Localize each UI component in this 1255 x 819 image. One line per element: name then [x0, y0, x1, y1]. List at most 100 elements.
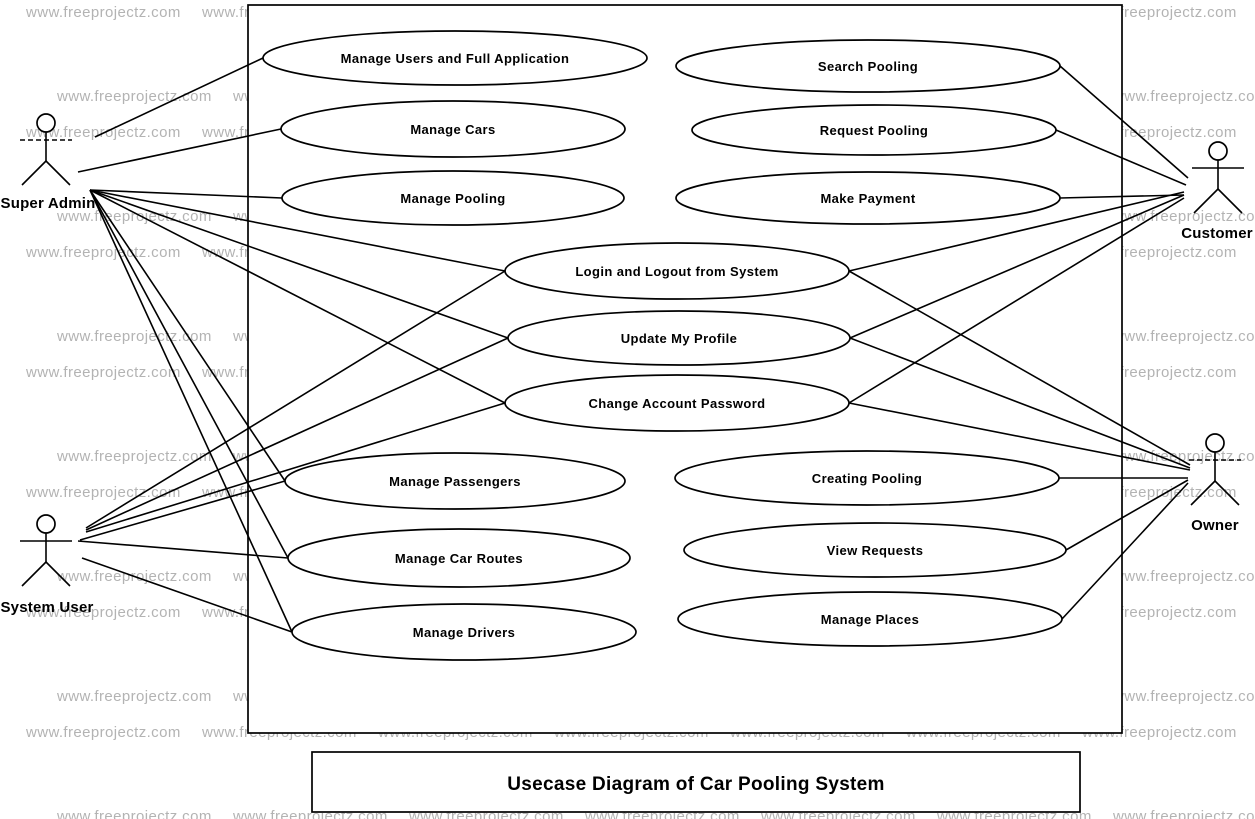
usecase-creating-pooling: Creating Pooling [674, 450, 1060, 506]
usecase-label: Manage Pooling [400, 191, 505, 206]
association-line-super-admin-update-profile [89, 189, 509, 339]
usecase-manage-users-full-application: Manage Users and Full Application [262, 30, 648, 86]
actor-left-leg [21, 561, 47, 587]
watermark-text: www.freeprojectz.com [1113, 88, 1255, 105]
actor-owner: Owner [1189, 433, 1241, 534]
association-line-super-admin-manage-cars [77, 128, 282, 173]
usecase-ellipse [262, 30, 648, 86]
actor-head [1208, 141, 1228, 161]
watermark-text: www.freeprojectz.com [57, 328, 212, 345]
watermark-text: www.freeprojectz.com [26, 724, 181, 741]
actor-super-admin: Super Admin [1, 113, 96, 212]
association-line-super-admin-manage-users [94, 57, 264, 138]
association-line-customer-change-password [848, 197, 1185, 404]
watermark-text: www.freeprojectz.com [26, 604, 181, 621]
usecase-label: Manage Car Routes [395, 551, 523, 566]
usecase-manage-car-routes: Manage Car Routes [287, 528, 631, 588]
association-line-system-user-update-profile [85, 337, 509, 531]
usecase-ellipse [683, 522, 1067, 578]
actor-left-leg [1193, 188, 1219, 214]
usecase-ellipse [281, 170, 625, 226]
watermark-text: www.freeprojectz.com [585, 808, 740, 819]
watermark-text: www.freeprojectz.com [1113, 328, 1255, 345]
usecase-ellipse [504, 242, 850, 300]
actor-left-leg [21, 160, 47, 186]
association-line-system-user-manage-car-routes [77, 540, 289, 559]
actor-label: Owner [1191, 517, 1239, 534]
usecase-manage-passengers: Manage Passengers [284, 452, 626, 510]
usecase-login-logout-system: Login and Logout from System [504, 242, 850, 300]
association-line-super-admin-manage-passengers [89, 189, 286, 482]
usecase-label: Make Payment [820, 191, 915, 206]
association-line-super-admin-manage-drivers [89, 189, 293, 633]
association-line-owner-manage-places [1061, 482, 1189, 620]
watermark-text: www.freeprojectz.com [57, 808, 212, 819]
watermark-text: www.freeprojectz.com [761, 808, 916, 819]
usecase-ellipse [504, 374, 850, 432]
association-line-customer-request-pooling [1055, 129, 1187, 186]
association-line-owner-change-password [848, 402, 1191, 471]
watermark-text: www.freeprojectz.com [1113, 808, 1255, 819]
usecase-label: Manage Cars [410, 122, 495, 137]
association-line-super-admin-change-password [89, 189, 506, 404]
watermark-text: www.freeprojectz.com [937, 808, 1092, 819]
usecase-label: Manage Places [821, 612, 919, 627]
watermark-text: www.freeprojectz.com [57, 208, 212, 225]
usecase-label: Manage Users and Full Application [341, 51, 570, 66]
association-line-system-user-manage-drivers [81, 557, 293, 633]
usecase-manage-places: Manage Places [677, 591, 1063, 647]
usecase-label: Manage Passengers [389, 474, 521, 489]
watermark-text: www.freeprojectz.com [233, 808, 388, 819]
diagram-title: Usecase Diagram of Car Pooling System [507, 774, 885, 795]
usecase-manage-cars: Manage Cars [280, 100, 626, 158]
usecase-ellipse [507, 310, 851, 366]
watermark-text: www.freeprojectz.com [26, 244, 181, 261]
watermark-text: www.freeprojectz.com [26, 484, 181, 501]
usecase-label: Manage Drivers [413, 625, 515, 640]
usecase-ellipse [284, 452, 626, 510]
watermark-text: www.freeprojectz.com [57, 448, 212, 465]
usecase-label: Request Pooling [820, 123, 929, 138]
usecase-manage-pooling: Manage Pooling [281, 170, 625, 226]
watermark-text: www.freeprojectz.com [409, 808, 564, 819]
diagram-title-box: Usecase Diagram of Car Pooling System [311, 751, 1081, 813]
actor-right-leg [1214, 480, 1240, 506]
watermark-text: www.freeprojectz.com [1113, 688, 1255, 705]
actor-customer: Customer [1181, 141, 1253, 242]
association-line-customer-make-payment [1059, 194, 1185, 199]
usecase-ellipse [675, 171, 1061, 225]
usecase-update-my-profile: Update My Profile [507, 310, 851, 366]
usecase-label: Search Pooling [818, 59, 918, 74]
association-line-super-admin-manage-car-routes [89, 189, 289, 559]
actor-head [1205, 433, 1225, 453]
association-lines-super-admin [77, 57, 509, 633]
actor-label: Super Admin [1, 195, 96, 212]
usecase-label: Update My Profile [621, 331, 738, 346]
association-line-customer-search-pooling [1059, 65, 1189, 179]
association-lines-customer [848, 65, 1189, 404]
usecase-request-pooling: Request Pooling [691, 104, 1057, 156]
actor-label: System User [0, 599, 93, 616]
association-line-customer-login-logout [848, 191, 1185, 272]
usecase-change-account-password: Change Account Password [504, 374, 850, 432]
actor-left-leg [1190, 480, 1216, 506]
actor-right-leg [45, 160, 71, 186]
usecase-ellipse [287, 528, 631, 588]
association-line-system-user-manage-passengers [79, 480, 286, 541]
usecase-ellipse [280, 100, 626, 158]
actor-system-user: System User [0, 514, 93, 616]
usecase-label: Change Account Password [588, 396, 765, 411]
usecase-ellipse [691, 104, 1057, 156]
usecase-ellipse [677, 591, 1063, 647]
association-line-system-user-login-logout [85, 270, 506, 529]
usecase-ellipse [674, 450, 1060, 506]
association-line-owner-update-profile [849, 337, 1191, 469]
usecase-label: Login and Logout from System [575, 264, 778, 279]
usecase-ellipse [675, 39, 1061, 93]
watermark-text: www.freeprojectz.com [26, 4, 181, 21]
usecase-search-pooling: Search Pooling [675, 39, 1061, 93]
usecase-ellipse [291, 603, 637, 661]
actor-right-leg [45, 561, 71, 587]
